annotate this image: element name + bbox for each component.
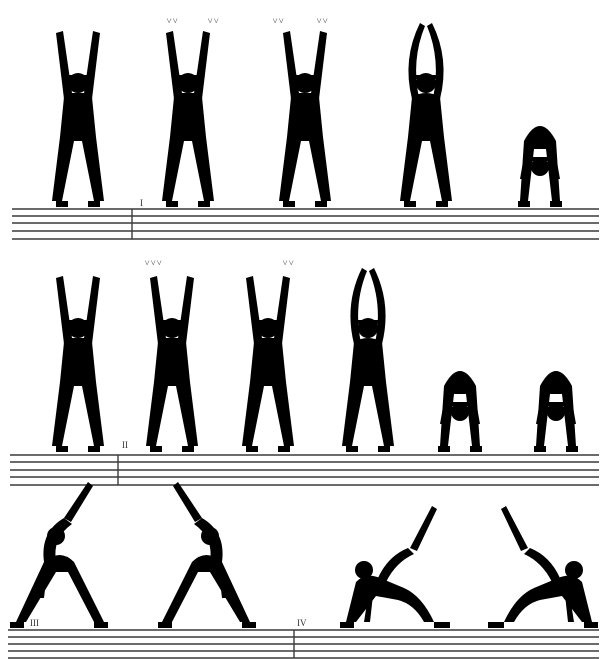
svg-text:˅˅: ˅˅ (316, 16, 328, 26)
figure-row2-6 (534, 371, 578, 452)
row-label-4: IV (297, 618, 307, 628)
figure-row1-4 (400, 23, 452, 207)
row-label-3: III (30, 618, 39, 628)
figure-row2-4 (342, 268, 394, 452)
figure-row3-3 (340, 506, 450, 628)
figure-row2-2 (146, 276, 198, 452)
figure-row3-4 (488, 506, 598, 628)
figure-row3-1 (10, 482, 108, 628)
svg-text:˅˅˅: ˅˅˅ (144, 258, 162, 268)
row-label-2: II (122, 440, 128, 450)
figure-row2-5 (438, 371, 482, 452)
figure-row2-1 (52, 276, 104, 452)
figure-row1-5 (518, 126, 562, 207)
figure-row2-3 (242, 276, 294, 452)
figure-row1-1 (52, 31, 104, 207)
svg-text:˅˅: ˅˅ (272, 16, 284, 26)
svg-text:˅˅: ˅˅ (282, 258, 294, 268)
figure-row1-2 (162, 31, 214, 207)
staff-row-2 (10, 455, 599, 485)
svg-text:˅˅: ˅˅ (207, 16, 219, 26)
svg-text:˅˅: ˅˅ (166, 16, 178, 26)
row-label-1: I (140, 198, 143, 208)
staff-row-1 (12, 209, 599, 239)
figure-row3-2 (158, 482, 256, 628)
staff-row-3 (8, 630, 599, 658)
figure-row1-3 (279, 31, 331, 207)
